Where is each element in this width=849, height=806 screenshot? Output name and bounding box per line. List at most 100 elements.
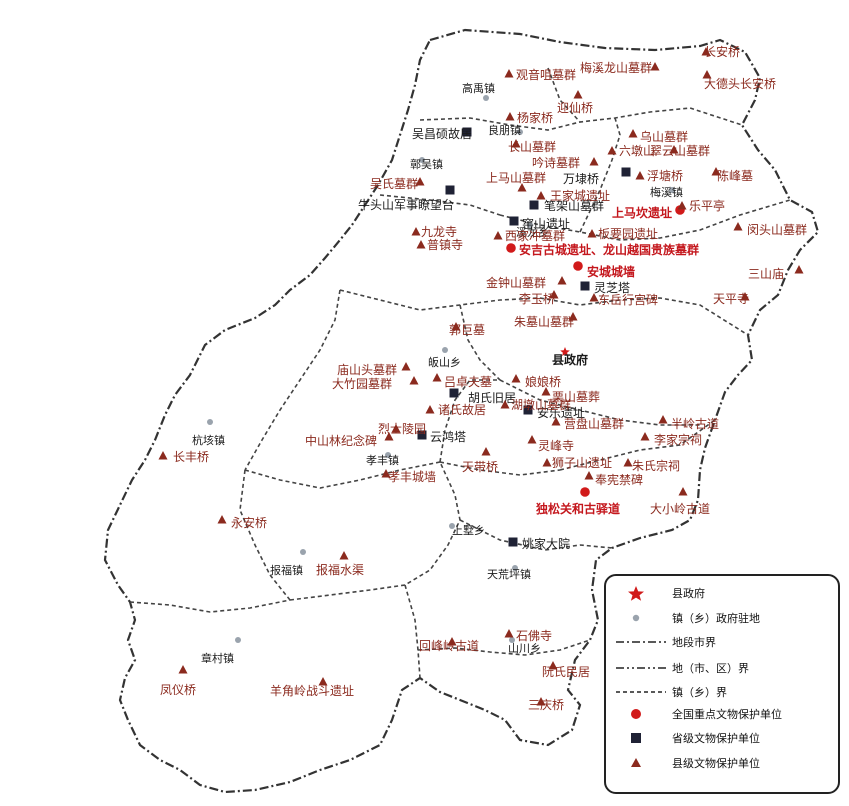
provincial-site-label: 吴昌硕故居 <box>412 126 472 141</box>
county-site-label: 长丰桥 <box>173 450 209 464</box>
town-dot-icon <box>449 523 455 529</box>
county-site-label: 诸氏故居 <box>438 402 486 417</box>
county-site: 天平寺 <box>713 292 750 306</box>
red-triangle-icon <box>517 183 527 192</box>
town-label: 高禹镇 <box>462 81 495 95</box>
town-dot-icon <box>517 129 523 135</box>
county-site: 天带桥 <box>462 447 498 474</box>
county-boundary <box>103 28 820 794</box>
red-triangle-icon <box>573 90 583 99</box>
county-site: 湖墩山墓群 <box>500 397 571 412</box>
red-triangle-icon <box>416 240 426 249</box>
county-site: 普镇寺 <box>416 238 463 252</box>
red-triangle-icon <box>650 62 660 71</box>
county-site: 长安桥 <box>701 44 740 59</box>
county-site: 凤仪桥 <box>160 665 196 697</box>
red-triangle-icon <box>628 129 638 138</box>
provincial-site-label: 胡氏旧居 <box>468 391 516 405</box>
county-site: 奉宪禁碑 <box>584 471 643 487</box>
red-triangle-icon <box>740 292 750 301</box>
county-site: 乐平亭 <box>677 198 725 213</box>
red-triangle-icon <box>733 222 743 231</box>
black-square-icon <box>445 185 455 195</box>
town-marker: 报福镇 <box>270 549 306 577</box>
county-site: 上马山墓群 <box>486 171 546 192</box>
county-site: 狮子山遗址 <box>542 456 612 470</box>
town-boundaries <box>129 67 791 679</box>
red-triangle-icon <box>504 629 514 638</box>
county-site: 庙山头墓群 <box>337 362 411 377</box>
county-site: 翠云山墓群 <box>650 144 710 158</box>
county-site: 孝丰城墙 <box>381 469 436 484</box>
county-site: 李家宗祠 <box>640 432 702 447</box>
red-triangle-icon <box>500 400 510 409</box>
county-site-label: 杨家桥 <box>517 110 553 125</box>
red-triangle-icon <box>318 677 328 686</box>
county-site: 栗山墓葬 <box>541 387 600 404</box>
provincial-site: 安乐遗址 <box>523 405 585 420</box>
county-site-label: 狮子山遗址 <box>552 456 612 470</box>
town-label: 梅溪镇 <box>650 185 683 199</box>
red-triangle-icon <box>542 458 552 467</box>
red-triangle-icon <box>677 201 687 210</box>
town-dot-icon <box>385 452 391 458</box>
county-site-label: 观音咀墓群 <box>516 67 576 82</box>
red-triangle-icon <box>640 432 650 441</box>
red-circle-icon <box>573 261 583 271</box>
county-site-label: 天带桥 <box>462 460 498 474</box>
town-label: 皈山乡 <box>428 356 461 369</box>
legend-item-national: 全国重点文物保护单位 <box>631 707 782 721</box>
county-site-label: 羊角岭战斗遗址 <box>270 683 354 698</box>
star-icon <box>560 347 570 356</box>
red-triangle-icon <box>432 373 442 382</box>
red-triangle-icon <box>504 69 514 78</box>
county-site-label: 大小岭古道 <box>650 501 710 516</box>
county-site-label: 石佛寺 <box>516 629 552 643</box>
county-site-label: 闵头山墓群 <box>747 222 807 237</box>
red-triangle-icon <box>584 471 594 480</box>
provincial-site-label: 笔架山墓群 <box>544 198 604 213</box>
legend-label-line-1: 地段市界 <box>672 635 716 649</box>
red-triangle-icon <box>541 387 551 396</box>
black-square-icon <box>580 281 590 291</box>
provincial-site-label: 牛头山军事瞭望台 <box>358 197 454 212</box>
red-triangle-icon <box>217 515 227 524</box>
national-site: 上马坎遗址 <box>612 205 685 220</box>
town-marker: 高禹镇 <box>462 81 495 101</box>
county-site: 羊角岭战斗遗址 <box>270 677 354 698</box>
county-site: 杨家桥 <box>505 110 553 125</box>
county-site-label: 吕卓夫墓 <box>444 375 492 389</box>
red-triangle-icon <box>589 293 599 302</box>
red-triangle-icon <box>669 145 679 154</box>
county-site: 阮氏民居 <box>542 661 590 679</box>
county-site: 半岭古道 <box>658 415 719 431</box>
legend-item-star: 县政府 <box>628 586 705 601</box>
red-triangle-icon <box>794 265 804 274</box>
county-site-label: 梅溪龙山墓群 <box>580 60 652 75</box>
town-dot-icon <box>632 614 640 622</box>
town-label: 孝丰镇 <box>366 453 399 467</box>
town-marker: 天荒坪镇 <box>487 565 531 581</box>
red-triangle-icon <box>493 231 503 240</box>
red-triangle-icon <box>589 157 599 166</box>
county-site-label: 陈峰墓 <box>717 168 753 183</box>
red-triangle-icon <box>511 374 521 383</box>
town-dot-icon <box>207 419 213 425</box>
county-site: 诸氏故居 <box>425 402 486 417</box>
town-label: 山川乡 <box>508 642 541 655</box>
county-site-label: 凤仪桥 <box>160 683 196 697</box>
town-label: 天荒坪镇 <box>487 567 531 581</box>
county-site-label: 板要园遗址 <box>598 227 658 241</box>
provincial-site-label: 灵芝塔 <box>594 280 630 295</box>
legend-label-province: 省级文物保护单位 <box>672 731 760 745</box>
black-square-icon <box>523 405 533 415</box>
red-triangle-icon <box>536 191 546 200</box>
red-triangle-icon <box>409 376 419 385</box>
red-triangle-icon <box>536 697 546 706</box>
town-dot-icon <box>300 549 306 555</box>
red-triangle-icon <box>411 227 421 236</box>
county-site: 王家城遗址 <box>536 188 610 203</box>
county-site-label: 朱氏宗祠 <box>632 458 680 473</box>
